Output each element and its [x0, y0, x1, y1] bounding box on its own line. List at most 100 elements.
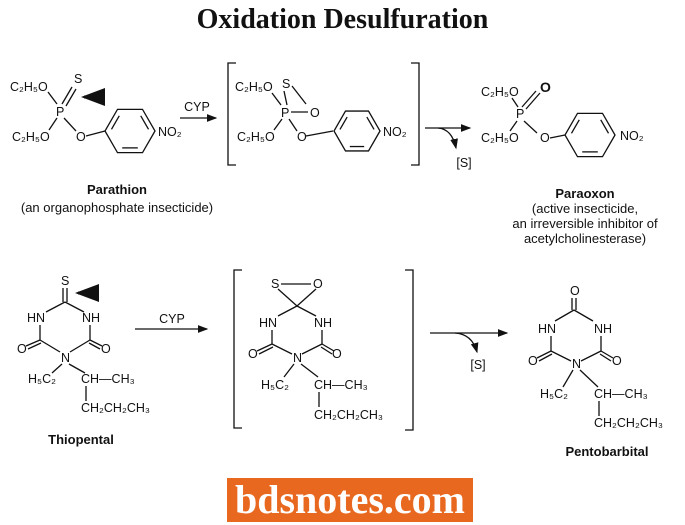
atom-label: CH₂CH₂CH₃: [314, 408, 383, 422]
double-bond: [110, 115, 120, 130]
atom-label: S: [282, 77, 290, 91]
atom-label: O: [76, 130, 86, 144]
double-bond: [140, 115, 150, 130]
paraoxon-structure: C₂H₅O O P C₂H₅O O NO₂: [481, 79, 644, 145]
atom-label: O: [313, 277, 323, 291]
atom-label: CH—CH₃: [594, 387, 648, 401]
benzene-ring: [104, 108, 156, 154]
atom-label: H₅C₂: [261, 378, 289, 392]
compound-name: Paraoxon: [555, 186, 614, 201]
atom-label: P: [56, 105, 64, 119]
compound-name: Parathion: [87, 182, 147, 197]
bracket-left: [227, 62, 236, 166]
atom-label: NO₂: [383, 125, 407, 139]
atom-label: HN: [538, 322, 556, 336]
bond: [288, 118, 298, 132]
benzene-rings: [104, 108, 616, 158]
bracket-left: [233, 269, 242, 429]
bond: [305, 130, 334, 137]
double-bond: [366, 116, 375, 130]
intermediate-1-structure: C₂H₅O S P O C₂H₅O O NO₂: [235, 77, 407, 144]
atom-label: CH—CH₃: [81, 372, 135, 386]
atom-label: O: [540, 131, 550, 145]
bond: [273, 118, 283, 131]
atom-label: S: [271, 277, 279, 291]
atom-label: C₂H₅O: [10, 80, 48, 94]
bond: [63, 117, 77, 132]
double-bond: [339, 116, 348, 130]
bond: [283, 90, 288, 106]
compound-name: Thiopental: [48, 432, 114, 447]
bonds: [256, 283, 335, 407]
atom-label: N: [572, 357, 581, 371]
bond: [85, 130, 106, 137]
atom-label: C₂H₅O: [237, 130, 275, 144]
benzene-ring: [564, 112, 616, 158]
bond: [549, 134, 566, 139]
atom-label: S: [61, 274, 69, 288]
enzyme-label: CYP: [159, 312, 185, 326]
atom-label: O: [101, 342, 111, 356]
thiopental-structure: S HN NH O O N H₅C₂ CH—CH₃ CH₂CH₂CH₃: [17, 274, 150, 415]
atom-label: O: [332, 347, 342, 361]
benzene-ring: [333, 110, 381, 152]
bracket-right: [405, 269, 414, 431]
atom-label: H₅C₂: [540, 387, 568, 401]
atom-label: NO₂: [158, 125, 182, 139]
elimination-arrow-icon: [437, 127, 458, 150]
bond: [521, 90, 537, 108]
atom-label: O: [297, 130, 307, 144]
bond: [525, 92, 541, 110]
bond: [271, 92, 282, 106]
atom-label: NH: [314, 316, 332, 330]
atom-label: N: [293, 351, 302, 365]
atom-label: C₂H₅O: [12, 130, 50, 144]
parathion-structure: C₂H₅O S P C₂H₅O O NO₂: [10, 72, 182, 144]
intermediate-2-structure: S O HN NH O O N H₅C₂ CH—CH₃ CH₂CH₂CH₃: [248, 277, 383, 422]
atom-label: O: [528, 354, 538, 368]
atom-label: CH₂CH₂CH₃: [81, 401, 150, 415]
atom-label: S: [74, 72, 82, 86]
atom-label: H₅C₂: [28, 372, 56, 386]
page-title: Oxidation Desulfuration: [196, 4, 489, 35]
atom-label: N: [61, 351, 70, 365]
atom-label: NH: [594, 322, 612, 336]
bond: [61, 86, 73, 105]
double-bond: [600, 119, 610, 134]
bond: [48, 117, 58, 131]
atom-label: HN: [259, 316, 277, 330]
bracket-right: [411, 62, 420, 166]
atom-label: NH: [82, 311, 100, 325]
pentobarbital-structure: O HN NH O O N H₅C₂ CH—CH₃ CH₂CH₂CH₃: [528, 284, 663, 430]
compound-description: (an organophosphate insecticide): [21, 200, 213, 215]
atom-label: NO₂: [620, 129, 644, 143]
atom-label: HN: [27, 311, 45, 325]
bond: [511, 97, 519, 108]
atom-label: O: [540, 79, 551, 95]
atom-label: O: [248, 347, 258, 361]
atom-label: C₂H₅O: [235, 80, 273, 94]
atom-label: C₂H₅O: [481, 85, 519, 99]
watermark-logo: bdsnotes.com: [227, 478, 473, 522]
bonds: [25, 288, 103, 401]
double-bond: [570, 119, 580, 134]
bond: [65, 88, 77, 107]
compound-description-line: acetylcholinesterase): [524, 231, 646, 246]
atom-label: CH—CH₃: [314, 378, 368, 392]
bond: [291, 85, 307, 105]
atom-label: O: [310, 106, 320, 120]
compound-name: Pentobarbital: [565, 444, 648, 459]
atom-label: CH₂CH₂CH₃: [594, 416, 663, 430]
bonds: [536, 298, 614, 416]
bond: [523, 120, 538, 134]
atom-label: P: [516, 107, 524, 121]
byproduct-label: [S]: [470, 358, 485, 372]
enzyme-label: CYP: [184, 100, 210, 114]
bond: [509, 120, 518, 132]
compound-description-line: an irreversible inhibitor of: [512, 216, 658, 231]
atom-label: P: [281, 106, 289, 120]
atom-label: O: [17, 342, 27, 356]
compound-description-line: (active insecticide,: [532, 201, 638, 216]
atom-label: O: [612, 354, 622, 368]
